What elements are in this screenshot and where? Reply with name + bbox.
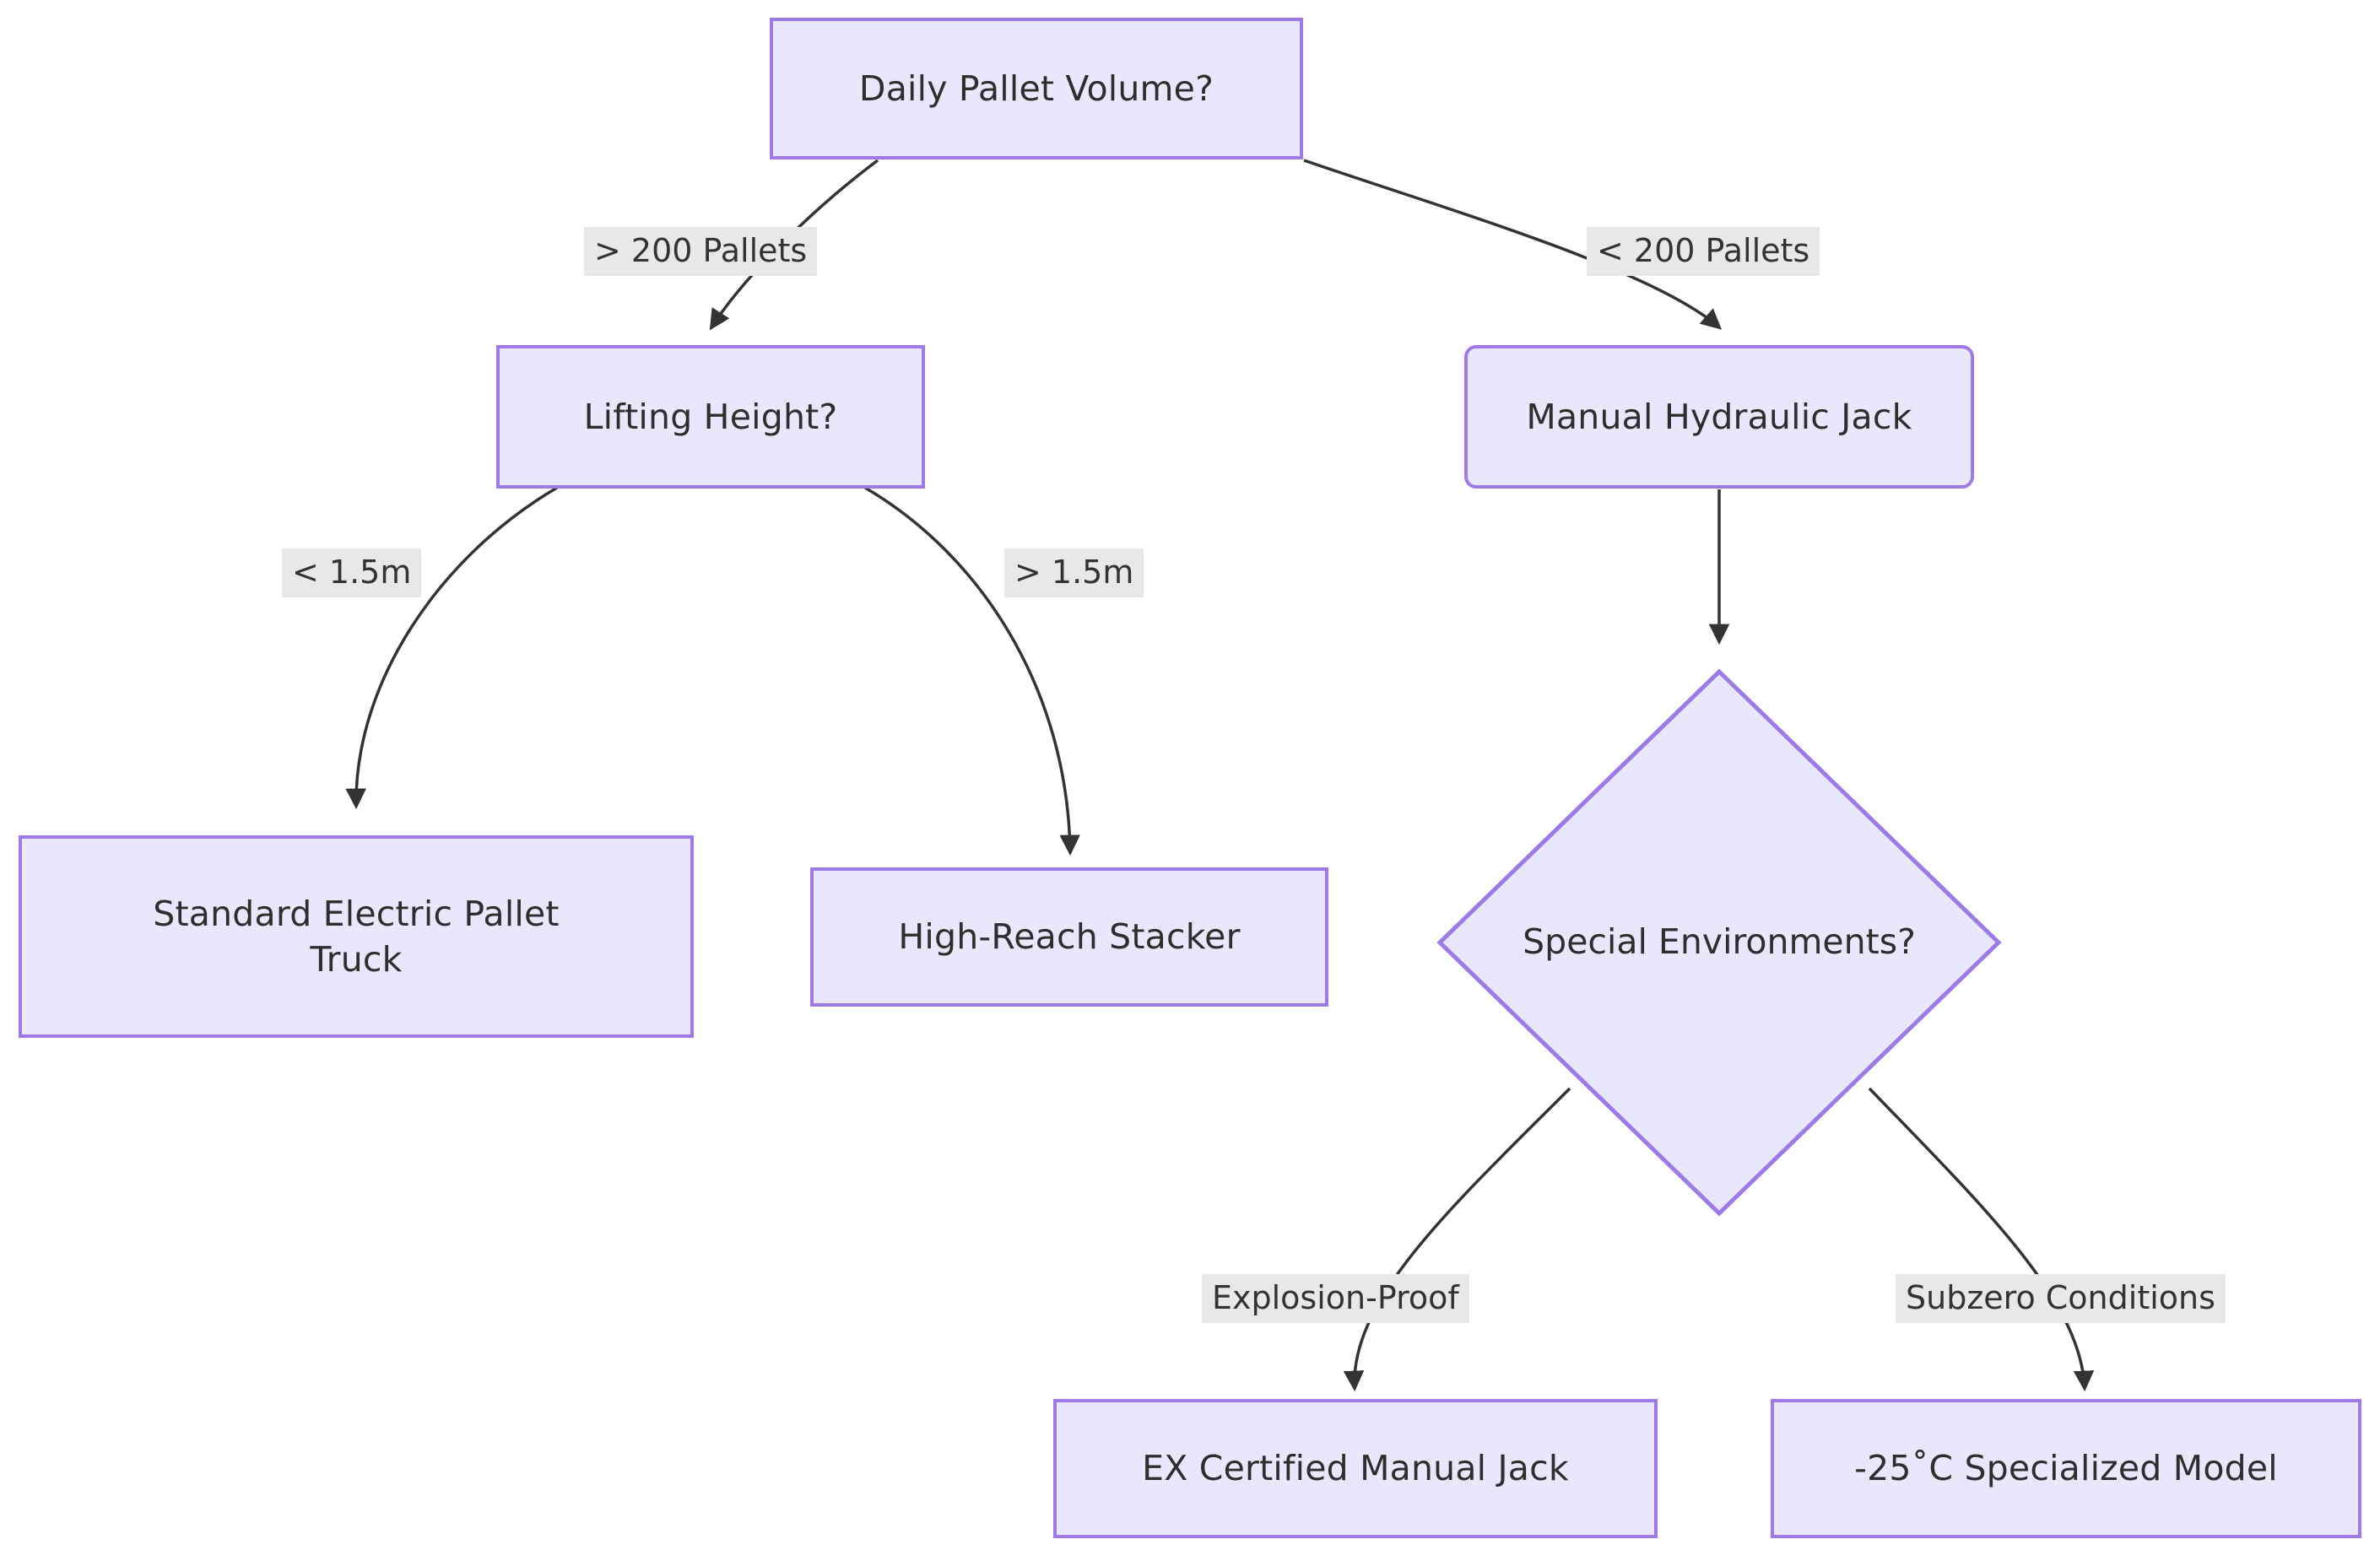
node-label: Special Environments?: [1523, 921, 1916, 963]
node-label: High-Reach Stacker: [898, 916, 1241, 958]
node-label: EX Certified Manual Jack: [1142, 1448, 1569, 1489]
node-manual-hydraulic-jack[interactable]: Manual Hydraulic Jack: [1464, 345, 1974, 489]
node-high-reach-stacker[interactable]: High-Reach Stacker: [810, 867, 1328, 1007]
node-label: Standard Electric Pallet Truck: [153, 893, 560, 980]
node-daily-pallet-volume[interactable]: Daily Pallet Volume?: [770, 18, 1303, 159]
node-ex-certified-manual-jack[interactable]: EX Certified Manual Jack: [1053, 1399, 1658, 1538]
edge-label-gt-1-5m: > 1.5m: [1004, 548, 1144, 597]
node-label: Manual Hydraulic Jack: [1526, 396, 1912, 437]
edge-special-environments-to-subzero-specialized-model: [1868, 1087, 2095, 1392]
node-standard-electric-pallet-truck[interactable]: Standard Electric Pallet Truck: [19, 835, 694, 1038]
edge-label-lt-200-pallets: < 200 Pallets: [1587, 227, 1820, 276]
edge-daily-pallet-volume-to-manual-hydraulic-jack: [1303, 159, 1723, 330]
edge-special-environments-to-ex-certified-manual-jack: [1343, 1087, 1571, 1392]
edge-label-lt-1-5m: < 1.5m: [282, 548, 422, 597]
edge-label-explosion-proof: Explosion-Proof: [1202, 1274, 1469, 1323]
edge-lifting-height-to-standard-electric-pallet-truck: [345, 486, 558, 810]
node-subzero-specialized-model[interactable]: -25˚C Specialized Model: [1771, 1399, 2361, 1538]
node-special-environments[interactable]: Special Environments?: [1436, 668, 2002, 1217]
edge-label-subzero-conditions: Subzero Conditions: [1896, 1274, 2226, 1323]
diamond-shape: [1436, 668, 2002, 1217]
edge-lifting-height-to-high-reach-stacker: [864, 486, 1080, 856]
node-label: -25˚C Specialized Model: [1854, 1448, 2278, 1489]
node-label: Daily Pallet Volume?: [858, 68, 1214, 109]
edge-label-gt-200-pallets: > 200 Pallets: [584, 227, 818, 276]
node-lifting-height[interactable]: Lifting Height?: [496, 345, 925, 489]
node-label: Lifting Height?: [583, 396, 838, 437]
